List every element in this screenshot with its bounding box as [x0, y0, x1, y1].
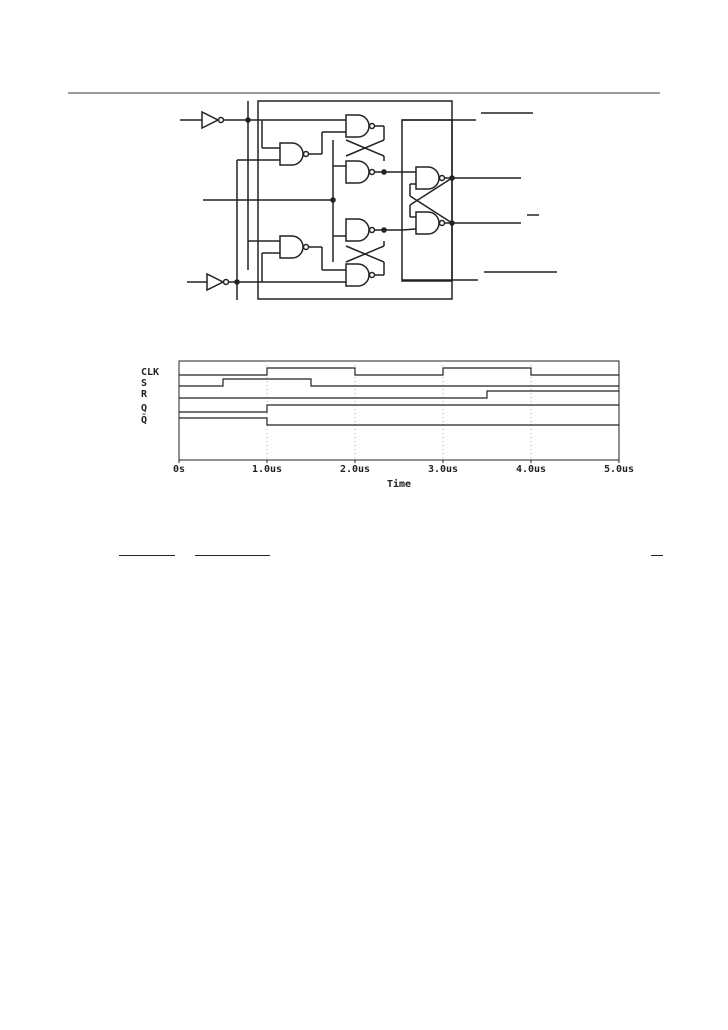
nand-gate-latch-2	[345, 160, 376, 184]
nand-gate-input-bottom	[279, 235, 310, 259]
signal-label-q: Q	[141, 403, 147, 414]
signal-label-clk: CLK	[141, 367, 159, 378]
nand-gate-output-top	[415, 166, 446, 190]
flip-flop-schematic	[180, 100, 557, 300]
x-tick-label: 2.0us	[340, 464, 370, 475]
blank-line-3	[651, 555, 663, 556]
waveform-q-bar	[179, 417, 619, 426]
blank-line-1	[119, 555, 175, 556]
header-rule	[68, 92, 660, 94]
nand-gate-latch-4	[345, 263, 376, 287]
signal-labels: CLK S R Q Q̄	[141, 367, 159, 426]
waveform-q	[179, 404, 619, 413]
x-axis-label: Time	[387, 478, 411, 490]
nand-gate-latch-3	[345, 218, 376, 242]
signal-label-s: S	[141, 378, 147, 389]
plot-grid	[266, 361, 532, 460]
circuit-wiring	[234, 101, 521, 300]
x-axis-ticks: 0s 1.0us 2.0us 3.0us 4.0us 5.0us	[173, 460, 634, 475]
waveforms	[179, 367, 619, 426]
x-tick-label: 4.0us	[516, 464, 546, 475]
plot-frame	[178, 360, 620, 461]
x-tick-label: 0s	[173, 464, 185, 475]
x-tick-label: 1.0us	[252, 464, 282, 475]
nand-gate-latch-1	[345, 114, 376, 138]
waveform-s	[179, 378, 619, 387]
signal-label-q-bar: Q̄	[141, 413, 147, 426]
signal-label-r: R	[141, 389, 148, 400]
nand-gate-input-top	[279, 142, 310, 166]
blank-line-2	[195, 555, 270, 556]
waveform-r	[179, 390, 619, 399]
x-tick-label: 5.0us	[604, 464, 634, 475]
buffer-top	[180, 110, 248, 130]
nand-gate-output-bottom	[415, 211, 446, 235]
x-tick-label: 3.0us	[428, 464, 458, 475]
waveform-clk	[179, 367, 619, 376]
timing-diagram: CLK S R Q Q̄ 0s 1.0us 2.0us 3.0us 4.0us 5.0us…	[141, 360, 634, 490]
